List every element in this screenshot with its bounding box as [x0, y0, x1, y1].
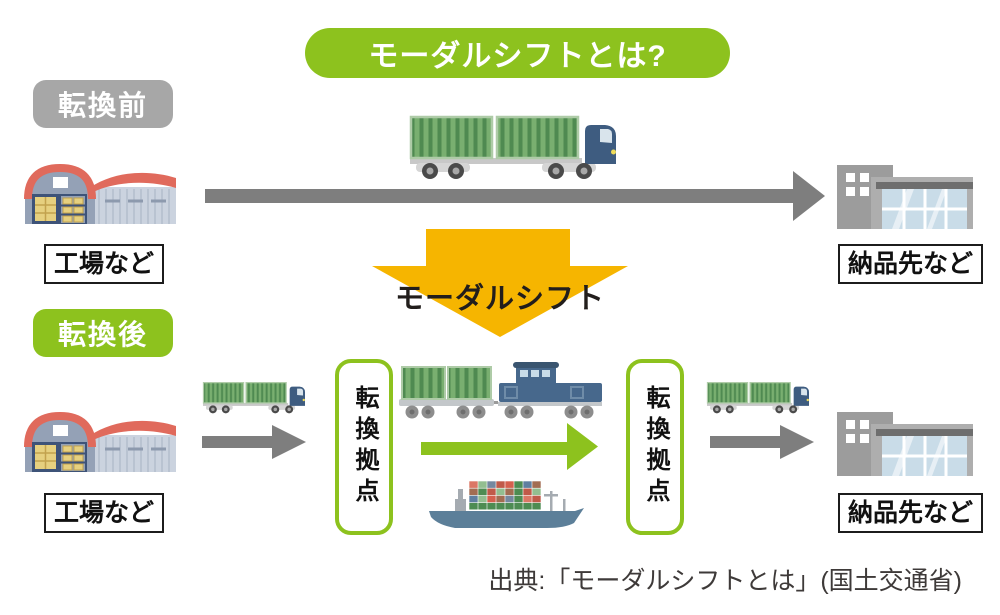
after-leg1-arrow-icon: [202, 425, 306, 459]
after-leg3-arrow-icon: [710, 425, 814, 459]
after-destination-label: 納品先など: [838, 493, 984, 533]
modal-shift-down-arrow-icon: [372, 229, 628, 337]
truck-icon: [202, 381, 306, 414]
after-middle-arrow-icon: [421, 423, 598, 470]
title-banner: モーダルシフトとは?: [305, 28, 730, 78]
before-origin-label: 工場など: [44, 244, 165, 284]
after-badge: 転換後: [33, 309, 173, 357]
ship-containers-grid: [469, 481, 541, 510]
after-origin-label: 工場など: [44, 493, 165, 533]
container-ship-icon: [429, 481, 584, 528]
page-title: モーダルシフトとは?: [368, 40, 667, 73]
after-badge-label: 転換後: [57, 319, 148, 350]
hub-left-box: 転換拠点: [335, 359, 393, 535]
office-building-icon: [835, 163, 975, 229]
hub-right-box: 転換拠点: [626, 359, 684, 535]
before-destination-label: 納品先など: [838, 244, 984, 284]
factory-icon: [23, 411, 178, 474]
office-building-icon: [835, 410, 975, 476]
hub-right-label: 転換拠点: [642, 385, 669, 509]
before-badge: 転換前: [33, 80, 173, 128]
modal-shift-label: モーダルシフト: [394, 283, 605, 315]
hub-left-label: 転換拠点: [351, 385, 378, 509]
factory-icon: [23, 163, 178, 226]
before-route-arrow-icon: [205, 171, 825, 221]
source-credit: 出典:「モーダルシフトとは」(国土交通省): [488, 567, 962, 595]
before-badge-label: 転換前: [57, 90, 148, 121]
truck-icon: [706, 381, 810, 414]
freight-train-icon: [399, 361, 604, 419]
